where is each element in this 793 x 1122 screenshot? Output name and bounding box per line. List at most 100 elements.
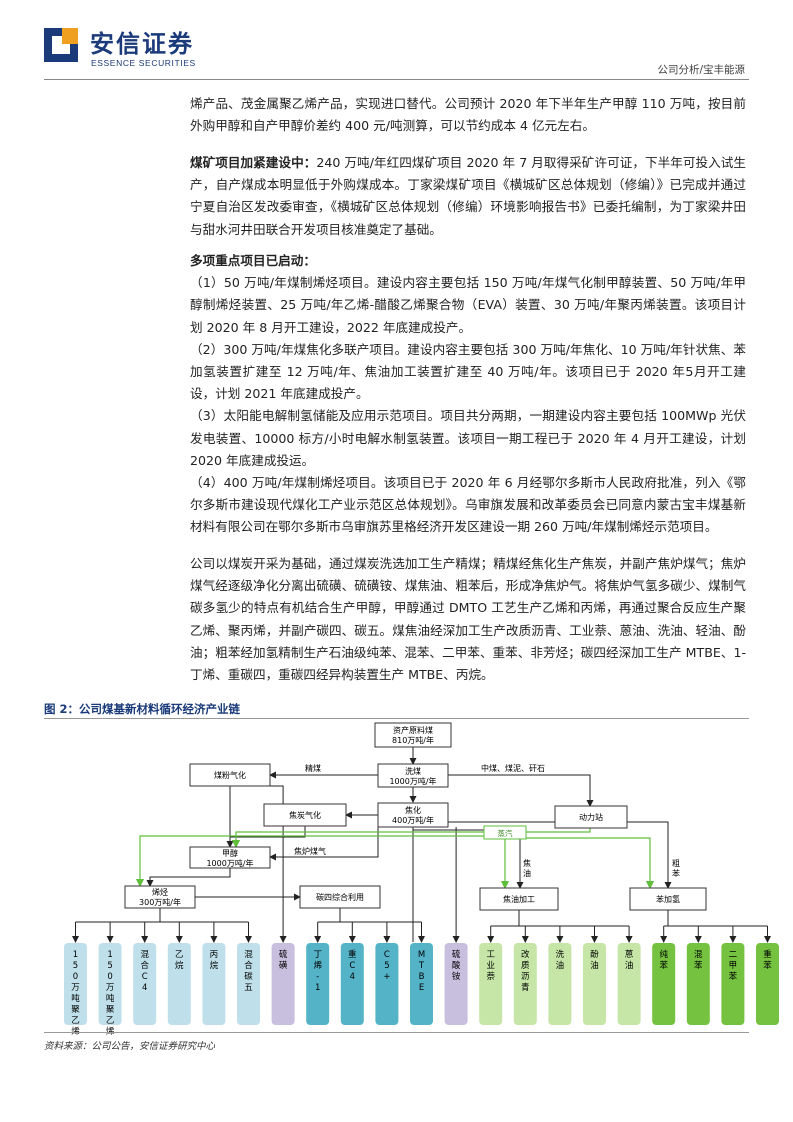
product-column-box	[271, 943, 295, 1025]
svg-text:焦油加工: 焦油加工	[503, 894, 535, 904]
figure-source: 资料来源：公司公告，安信证券研究中心	[44, 1041, 216, 1052]
svg-text:300万吨/年: 300万吨/年	[139, 897, 181, 907]
paragraph-4: 公司以煤炭开采为基础，通过煤炭洗选加工生产精煤；精煤经焦化生产焦炭，并副产焦炉煤…	[190, 553, 746, 686]
header-divider	[44, 79, 749, 80]
figure-title: 图 2：公司煤基新材料循环经济产业链	[44, 702, 241, 716]
svg-text:1000万吨/年: 1000万吨/年	[389, 776, 436, 786]
node-power-station: 动力站	[554, 805, 628, 829]
product-column: 重苯	[756, 943, 779, 1025]
product-column: 洗油	[548, 943, 572, 1025]
report-category: 公司分析/宝丰能源	[657, 64, 745, 76]
product-label: 蒽油	[625, 949, 634, 971]
product-column: 混苯	[686, 943, 710, 1025]
node-raw-coal: 资产原料煤 810万吨/年	[374, 722, 452, 748]
paragraph-2: 煤矿项目加紧建设中：240 万吨/年红四煤矿项目 2020 年 7 月取得采矿许…	[190, 152, 746, 241]
node-methanol: 甲醇 1000万吨/年	[189, 846, 271, 869]
paragraph-4-text: 公司以煤炭开采为基础，通过煤炭洗选加工生产精煤；精煤经焦化生产焦炭，并副产焦炉煤…	[190, 556, 746, 683]
svg-text:蒸汽: 蒸汽	[498, 828, 513, 838]
product-column-box	[617, 943, 641, 1025]
product-label: 丙烷	[210, 950, 219, 971]
product-column-box	[548, 943, 572, 1025]
paragraph-1-text: 烯产品、茂金属聚乙烯产品，实现进口替代。公司预计 2020 年下半年生产甲醇 1…	[190, 96, 746, 134]
product-label: 乙烷	[175, 950, 184, 971]
node-coal-gasification: 煤粉气化	[189, 763, 271, 787]
node-washing: 洗煤 1000万吨/年	[377, 763, 449, 788]
paragraph-2-lead: 煤矿项目加紧建设中：	[190, 155, 317, 170]
product-label: 工业萘	[486, 950, 495, 982]
product-label: 洗油	[556, 949, 565, 971]
product-label: 改质沥青	[521, 949, 530, 993]
product-label: 二甲苯	[729, 950, 738, 982]
svg-text:资产原料煤: 资产原料煤	[393, 725, 433, 735]
svg-text:动力站: 动力站	[579, 812, 603, 822]
paragraph-3: 多项重点项目已启动： （1）50 万吨/年煤制烯烃项目。建设内容主要包括 150…	[190, 250, 746, 539]
paragraph-1: 烯产品、茂金属聚乙烯产品，实现进口替代。公司预计 2020 年下半年生产甲醇 1…	[190, 93, 746, 137]
edge-label-fine-coal: 精煤	[305, 763, 321, 773]
product-column-box	[410, 943, 433, 1025]
product-label: 纯苯	[659, 949, 668, 971]
product-column: 丁烯-1	[306, 943, 330, 1025]
svg-text:1000万吨/年: 1000万吨/年	[206, 858, 253, 868]
project-item-1: （1）50 万吨/年煤制烯烃项目。建设内容主要包括 150 万吨/年煤气化制甲醇…	[190, 275, 746, 335]
product-column: 蒽油	[617, 943, 641, 1025]
product-label: 硫酸铵	[452, 949, 461, 982]
product-column-box	[652, 943, 676, 1025]
svg-text:焦炭气化: 焦炭气化	[289, 810, 321, 820]
product-label: 混合碳五	[244, 949, 253, 993]
edge-label-coke-oven-gas: 焦炉煤气	[294, 846, 326, 856]
project-item-2: （2）300 万吨/年煤焦化多联产项目。建设内容主要包括 300 万吨/年焦化、…	[190, 341, 746, 402]
svg-text:碳四综合利用: 碳四综合利用	[316, 892, 364, 902]
svg-text:甲醇: 甲醇	[222, 848, 238, 858]
node-coking: 焦化 400万吨/年	[377, 802, 449, 828]
product-column-box	[756, 943, 779, 1025]
product-column-box	[340, 943, 364, 1025]
product-label: 混苯	[694, 949, 703, 971]
figure-top-rule	[44, 718, 749, 719]
product-label: 硫磺	[279, 949, 288, 971]
product-column-box	[721, 943, 745, 1025]
svg-text:洗煤: 洗煤	[405, 766, 421, 776]
svg-text:苯加氢: 苯加氢	[656, 894, 680, 904]
edge-label-byproducts: 中煤、煤泥、矸石	[481, 763, 545, 773]
product-column-box	[202, 943, 226, 1025]
svg-text:810万吨/年: 810万吨/年	[392, 735, 434, 745]
logo-subtitle: ESSENCE SECURITIES	[91, 58, 196, 68]
logo-icon	[44, 28, 78, 62]
svg-text:煤粉气化: 煤粉气化	[214, 770, 246, 780]
logo-text: 安信证券	[90, 30, 194, 58]
product-column-box	[306, 943, 330, 1025]
paragraph-2-text: 煤矿项目加紧建设中：240 万吨/年红四煤矿项目 2020 年 7 月取得采矿许…	[190, 152, 746, 241]
node-tar-processing: 焦油加工	[479, 887, 559, 911]
product-column: 改质沥青	[513, 943, 537, 1025]
paragraph-2-body: 240 万吨/年红四煤矿项目 2020 年 7 月取得采矿许可证，下半年可投入试…	[190, 155, 747, 237]
node-steam: 蒸汽	[483, 825, 527, 840]
svg-text:焦化: 焦化	[405, 805, 421, 815]
product-column: 酚油	[583, 943, 606, 1025]
product-column: 乙烷	[167, 943, 191, 1025]
project-item-4: （4）400 万吨/年煤制烯烃项目。该项目已于 2020 年 6 月经鄂尔多斯市…	[190, 475, 746, 535]
product-column: 纯苯	[652, 943, 676, 1025]
product-column: 混合碳五	[237, 943, 260, 1025]
product-column-box	[64, 943, 87, 1025]
node-c4-utilization: 碳四综合利用	[299, 885, 381, 909]
product-column-box	[167, 943, 191, 1025]
product-column-box	[479, 943, 503, 1025]
figure-bottom-rule	[44, 1032, 749, 1033]
node-benzene-hydrogenation: 苯加氢	[629, 887, 707, 911]
node-coke-gasification: 焦炭气化	[263, 803, 347, 827]
svg-text:烯烃: 烯烃	[152, 887, 168, 897]
product-column-box	[513, 943, 537, 1025]
product-label: 丁烯-1	[313, 950, 322, 993]
